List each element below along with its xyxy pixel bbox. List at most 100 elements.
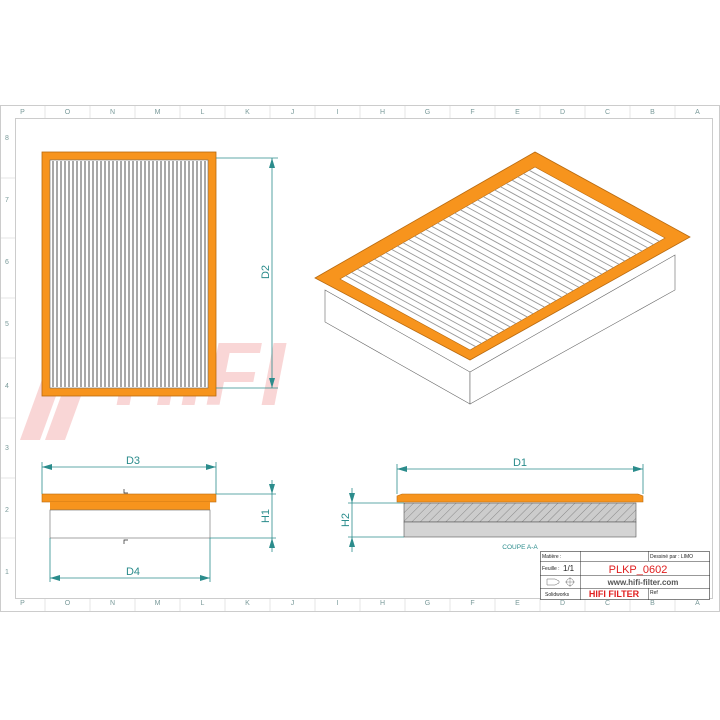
ruler-column-label: K xyxy=(245,600,250,607)
svg-text:H2: H2 xyxy=(340,513,352,527)
ruler-column-label: I xyxy=(337,109,339,116)
ruler-column-label: L xyxy=(201,600,205,607)
ruler-column-label: F xyxy=(470,600,474,607)
ruler-column-label: B xyxy=(650,109,655,116)
ruler-row-label: 2 xyxy=(5,507,9,514)
pleat xyxy=(460,209,591,282)
pleat xyxy=(188,161,190,387)
pleat xyxy=(465,206,597,278)
pleat xyxy=(132,161,134,387)
ruler-column-label: A xyxy=(695,109,700,116)
ruler-row-label: 6 xyxy=(5,259,9,266)
part-number: PLKP_0602 xyxy=(609,564,668,576)
ruler-column-label: C xyxy=(605,600,610,607)
software-label: Solidworks xyxy=(545,592,570,598)
isometric-view xyxy=(314,151,691,405)
ruler-column-label: H xyxy=(380,109,385,116)
dimension-h1: H1 xyxy=(210,480,276,552)
pleat xyxy=(494,189,626,262)
front-view xyxy=(41,151,217,397)
drawn-by: Dessiné par : LIMO xyxy=(650,554,693,560)
pleat xyxy=(104,161,106,387)
pleat xyxy=(88,161,90,387)
pleat xyxy=(454,212,585,285)
pleat xyxy=(517,176,649,249)
dimension-d1: D1 xyxy=(396,457,644,494)
pleat xyxy=(124,161,126,387)
material-label: Matière : xyxy=(542,554,561,560)
pleat xyxy=(120,161,122,387)
ruler-column-label: K xyxy=(245,109,250,116)
ruler-row-label: 8 xyxy=(5,135,9,142)
pleat xyxy=(144,161,146,387)
pleat xyxy=(471,202,603,275)
pleat xyxy=(184,161,186,387)
pleat xyxy=(488,192,620,265)
sheet-value: 1/1 xyxy=(563,564,575,573)
pleat xyxy=(80,161,82,387)
ruler-column-label: E xyxy=(515,600,520,607)
pleat xyxy=(397,245,528,318)
ruler-row-label: 7 xyxy=(5,197,9,204)
pleat xyxy=(96,161,98,387)
pleat xyxy=(128,161,130,387)
ruler-column-label: G xyxy=(425,600,430,607)
pleat xyxy=(136,161,138,387)
ruler-column-label: N xyxy=(110,600,115,607)
pleat xyxy=(374,258,505,331)
pleat xyxy=(112,161,114,387)
dimension-h2: H2 xyxy=(340,488,404,552)
pleat xyxy=(60,161,62,387)
ruler-column-label: B xyxy=(650,600,655,607)
svg-text:D3: D3 xyxy=(126,455,140,467)
svg-text:H1: H1 xyxy=(260,509,272,523)
pleat xyxy=(362,265,494,338)
pleat xyxy=(483,196,614,269)
ref-label: Ref xyxy=(650,590,658,596)
pleat xyxy=(164,161,166,387)
dimension-d4: D4 xyxy=(49,538,211,582)
pleat xyxy=(172,161,174,387)
pleat xyxy=(72,161,74,387)
ruler-column-label: O xyxy=(65,109,71,116)
pleat xyxy=(196,161,198,387)
sheet-label: Feuille : xyxy=(542,566,560,572)
pleat xyxy=(52,161,54,387)
svg-text:D1: D1 xyxy=(513,457,527,469)
pleat xyxy=(506,183,637,255)
ruler-column-label: J xyxy=(291,600,295,607)
svg-text:D4: D4 xyxy=(126,566,140,578)
pleat xyxy=(168,161,170,387)
pleat xyxy=(68,161,70,387)
ruler-column-label: D xyxy=(560,600,565,607)
pleat xyxy=(156,161,158,387)
ruler-column-label: H xyxy=(380,600,385,607)
ruler-column-label: F xyxy=(470,109,474,116)
brand-name: HIFI FILTER xyxy=(589,589,640,599)
ruler-column-label: C xyxy=(605,109,610,116)
pleat xyxy=(414,235,545,308)
pleat xyxy=(511,179,643,252)
ruler-row-label: 4 xyxy=(5,383,9,390)
ruler-column-label: E xyxy=(515,109,520,116)
pleat xyxy=(100,161,102,387)
dimension-d2: D2 xyxy=(216,157,278,389)
pleat xyxy=(529,169,660,242)
pleat xyxy=(408,239,540,311)
pleat xyxy=(431,225,562,298)
dimension-d3: D3 xyxy=(41,455,217,494)
ruler-row-label: 3 xyxy=(5,445,9,452)
pleat xyxy=(425,229,557,301)
pleat xyxy=(200,161,202,387)
pleat xyxy=(379,255,511,328)
ruler-column-label: M xyxy=(155,600,161,607)
pleat xyxy=(345,275,476,348)
side-view xyxy=(41,489,217,544)
ruler-column-label: J xyxy=(291,109,295,116)
pleat xyxy=(116,161,118,387)
ruler-column-label: A xyxy=(695,600,700,607)
